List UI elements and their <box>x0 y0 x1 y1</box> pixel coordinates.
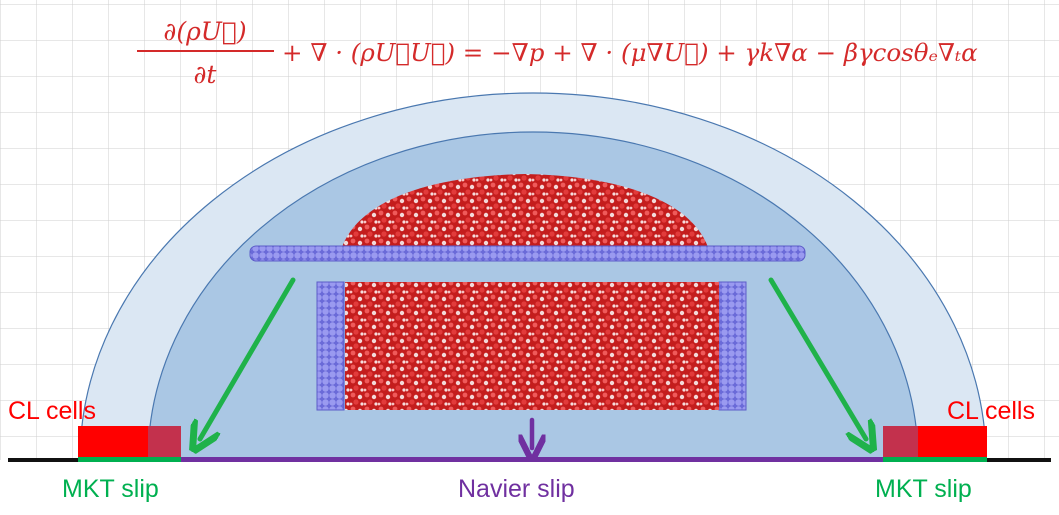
cl-cells-left-overlap <box>148 426 181 459</box>
water-block <box>345 282 719 410</box>
governing-equation: ∂(ρU⃗) ∂t + ∇ · (ρU⃗U⃗) = −∇p + ∇ · (μ∇U… <box>137 17 978 89</box>
mkt-slip-left-label: MKT slip <box>62 475 159 503</box>
equation-denominator: ∂t <box>194 60 218 89</box>
cl-cells-right-label: CL cells <box>947 397 1035 425</box>
mkt-slip-right-label: MKT slip <box>875 475 972 503</box>
green-down-right-arrow <box>768 277 866 439</box>
right-wall <box>718 281 747 411</box>
equation-numerator: ∂(ρU⃗) <box>163 17 246 46</box>
cl-cells-right-overlap <box>883 426 918 459</box>
mkt-slip-strip-right <box>883 457 987 462</box>
equation-rhs: + ∇ · (ρU⃗U⃗) = −∇p + ∇ · (μ∇U⃗) + γk∇α … <box>282 38 978 67</box>
green-down-left-arrow <box>200 277 296 439</box>
water-droplet-cap <box>342 174 708 247</box>
navier-slip-strip <box>181 457 883 462</box>
mkt-slip-strip-left <box>78 457 181 462</box>
left-wall <box>316 281 345 411</box>
top-wall-plate <box>249 245 806 262</box>
cl-cells-left-label: CL cells <box>8 397 96 425</box>
navier-slip-label: Navier slip <box>458 475 575 503</box>
